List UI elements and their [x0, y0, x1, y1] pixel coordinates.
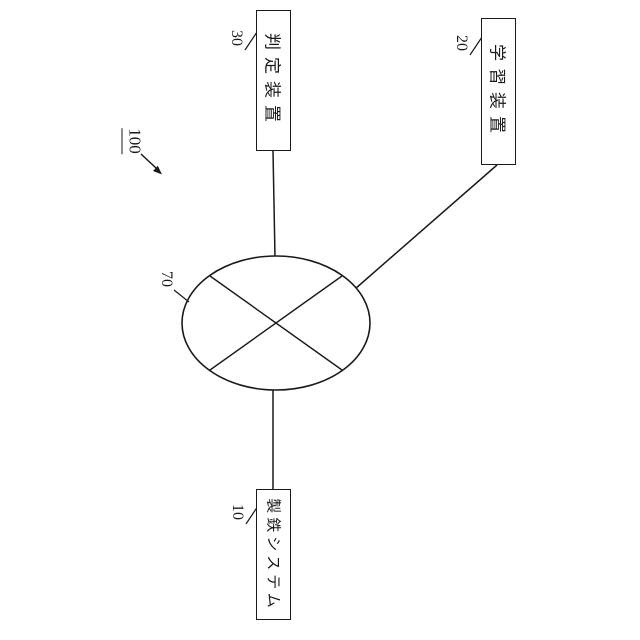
ref-100-arrowhead: [153, 165, 162, 175]
leader-line-30: [244, 31, 258, 51]
ref-100-arrow-line: [140, 153, 157, 169]
ref-label-100: 100: [121, 128, 145, 154]
judgment-device-box: 判定装置: [256, 10, 291, 151]
ref-label-10: 10: [229, 504, 246, 520]
leader-line-70: [173, 289, 190, 303]
connector-network-to-judgment-device: [272, 150, 276, 258]
learning-device-label: 学習装置: [487, 43, 506, 140]
connector-network-to-learning-device: [354, 164, 498, 290]
steelmaking-system-box: 製鉄システム: [256, 489, 291, 620]
ref-label-20: 20: [453, 35, 470, 51]
learning-device-box: 学習装置: [481, 18, 516, 165]
judgment-device-label: 判定装置: [262, 32, 281, 129]
leader-line-20: [469, 36, 483, 56]
steelmaking-system-label: 製鉄システム: [264, 497, 281, 612]
network-cross-line-2: [209, 275, 343, 371]
ref-label-70: 70: [158, 271, 175, 287]
ref-label-30: 30: [228, 30, 245, 46]
